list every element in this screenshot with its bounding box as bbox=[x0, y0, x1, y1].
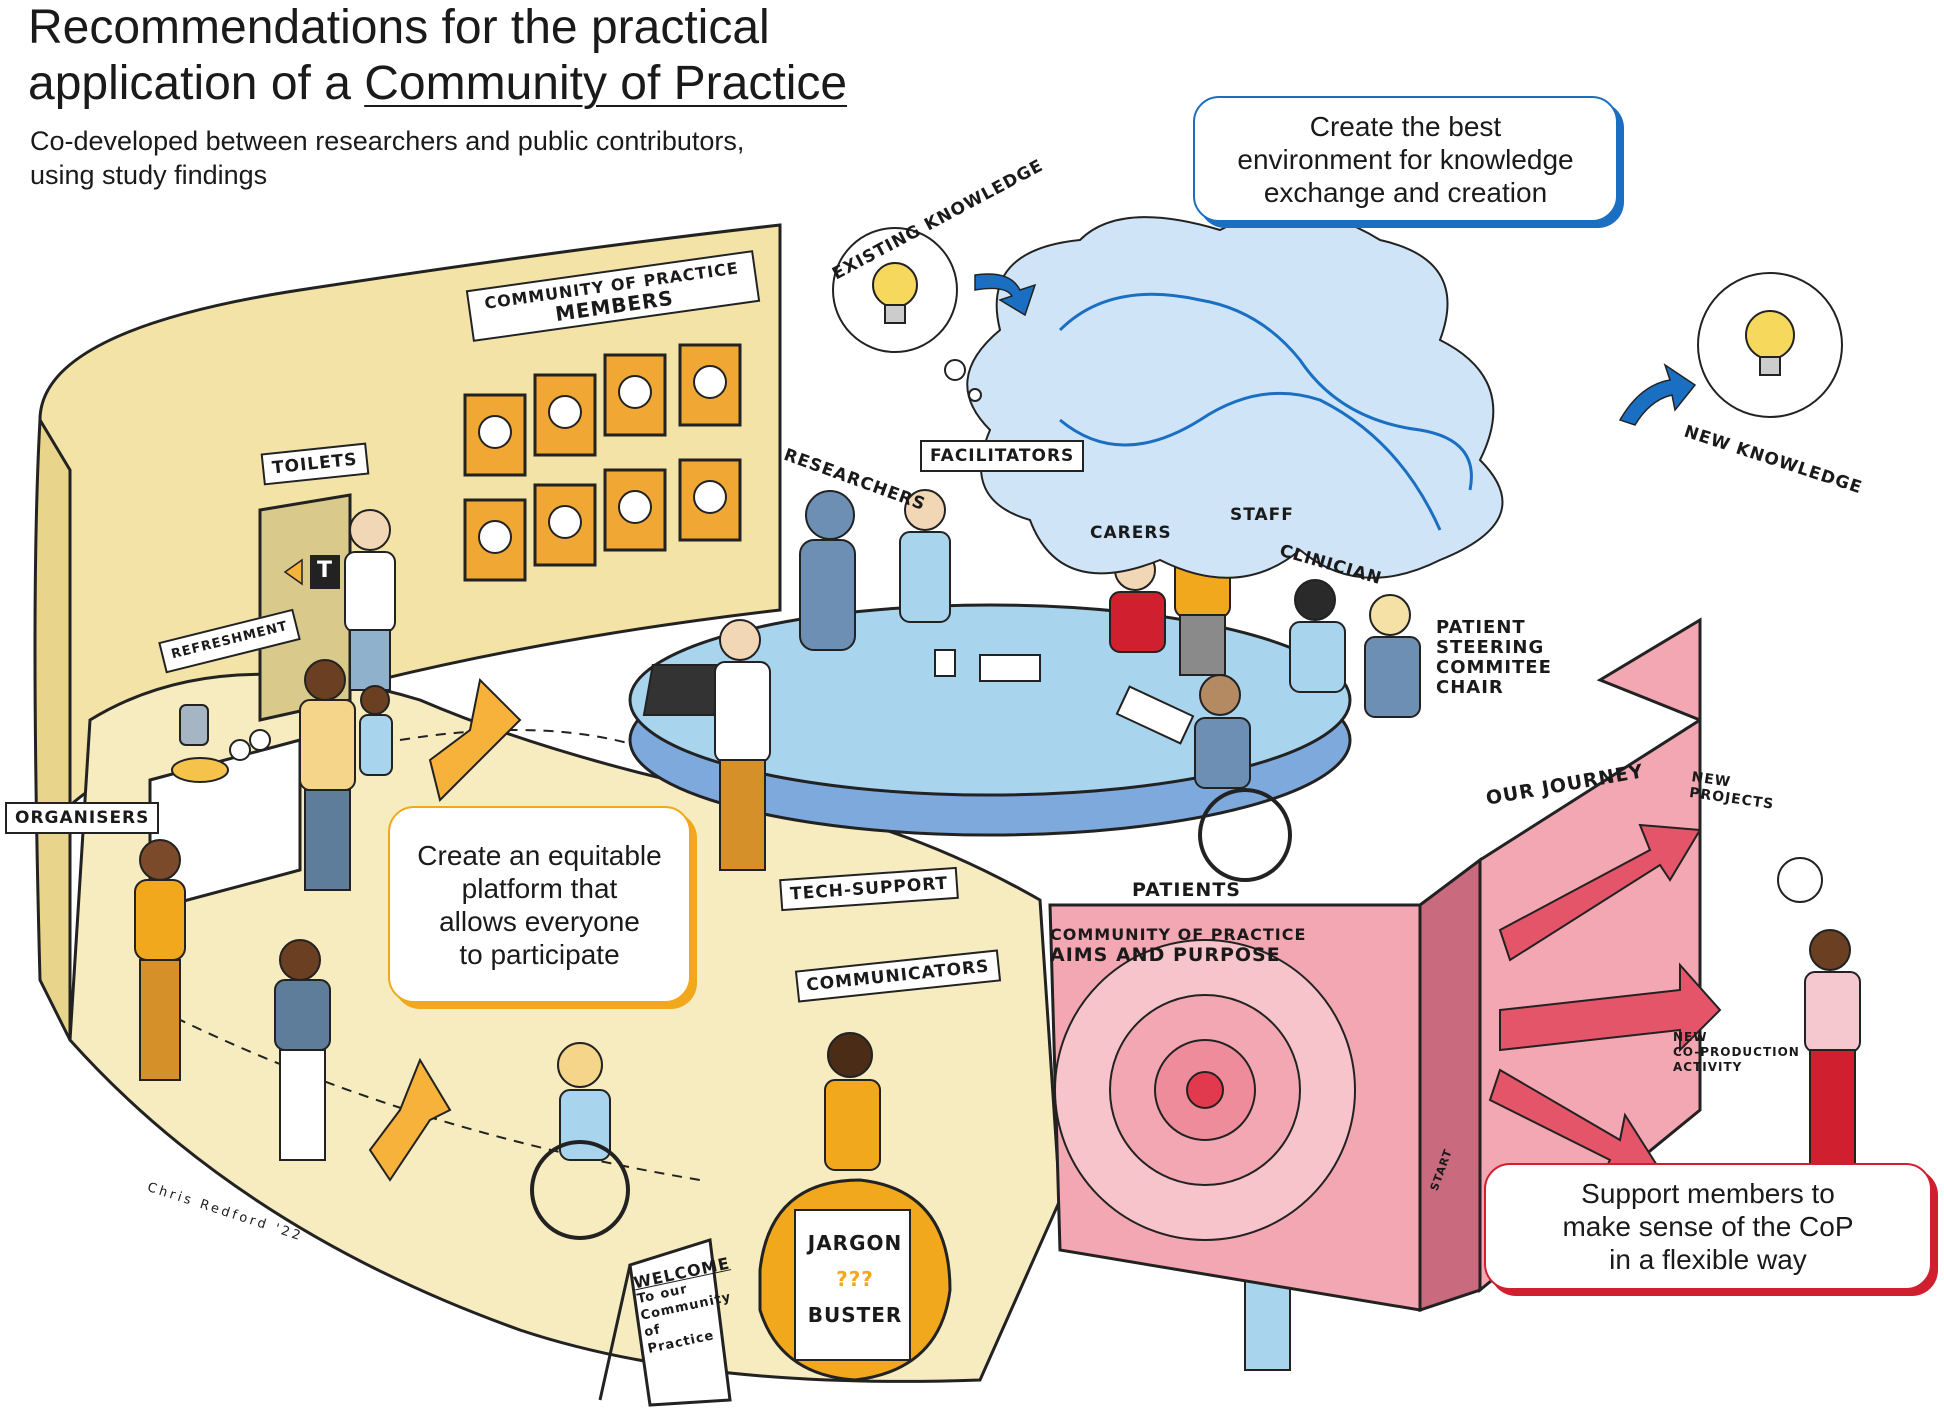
jargon-buster-label: Jargon ??? Buster bbox=[800, 1225, 910, 1333]
welcome-sign: Welcome To our Community of Practice bbox=[632, 1253, 733, 1358]
chair-line: Commitee bbox=[1436, 657, 1552, 678]
jargon-question-marks: ??? bbox=[836, 1267, 874, 1291]
new-coproduction-label: New Co-production Activity bbox=[1673, 1030, 1800, 1075]
label-patient-steering-chair: Patient Steering Commitee Chair bbox=[1436, 618, 1552, 698]
callout-platform-line: to participate bbox=[459, 938, 620, 970]
jargon-word: Jargon bbox=[807, 1231, 903, 1255]
callout-platform-line: allows everyone bbox=[439, 905, 640, 937]
label-facilitators: Facilitators bbox=[920, 440, 1085, 472]
label-carers: Carers bbox=[1090, 523, 1172, 543]
member-portraits bbox=[463, 343, 742, 582]
flow-arrow-out bbox=[1618, 363, 1697, 426]
people bbox=[134, 489, 1861, 1371]
flow-arrow-in bbox=[974, 273, 1037, 317]
floor-arrow-upper bbox=[428, 677, 522, 802]
aims-title: Community of Practice Aims and Purpose bbox=[1050, 925, 1306, 965]
callout-environment: Create the best environment for knowledg… bbox=[1193, 96, 1618, 222]
refreshment-table bbox=[148, 704, 302, 912]
title-underlined-term: Community of Practice bbox=[364, 57, 848, 110]
jargon-buster-badge bbox=[758, 1178, 952, 1382]
subtitle-line-1: Co-developed between researchers and pub… bbox=[30, 126, 745, 156]
subtitle-line-2: using study findings bbox=[30, 160, 268, 190]
welcome-sign-board bbox=[598, 1238, 732, 1407]
coproduction-line: Co-production bbox=[1673, 1045, 1800, 1059]
callout-environment-line: Create the best bbox=[1309, 110, 1502, 142]
knowledge-cloud bbox=[966, 211, 1504, 579]
chair-line: Steering bbox=[1436, 637, 1545, 658]
title-line-2: application of a Community of Practice bbox=[28, 56, 847, 112]
chair-line: Patient bbox=[1436, 617, 1526, 638]
coproduction-line: Activity bbox=[1673, 1060, 1743, 1074]
chair-line: Chair bbox=[1436, 677, 1504, 698]
new-knowledge-bubble bbox=[1697, 272, 1843, 418]
title-line-2-prefix: application of a bbox=[28, 57, 365, 110]
callout-support-line: make sense of the CoP bbox=[1562, 1211, 1854, 1242]
page-title: Recommendations for the practical applic… bbox=[28, 0, 847, 112]
callout-environment-line: environment for knowledge bbox=[1237, 143, 1574, 175]
journey-panels bbox=[1048, 617, 1722, 1313]
callout-support-line: Support members to bbox=[1581, 1178, 1835, 1209]
subtitle: Co-developed between researchers and pub… bbox=[30, 124, 830, 192]
existing-knowledge-bubble bbox=[832, 227, 982, 402]
toilet-sign-letter: T bbox=[317, 558, 334, 583]
buster-word: Buster bbox=[807, 1303, 903, 1327]
label-patients: Patients bbox=[1132, 879, 1241, 901]
callout-platform-line: platform that bbox=[461, 872, 618, 904]
callout-support: Support members to make sense of the CoP… bbox=[1484, 1163, 1932, 1290]
label-staff: Staff bbox=[1230, 505, 1294, 525]
meeting-table bbox=[628, 603, 1352, 837]
callout-platform: Create an equitable platform that allows… bbox=[388, 806, 691, 1003]
title-line-1: Recommendations for the practical bbox=[28, 1, 770, 54]
label-organisers: Organisers bbox=[5, 802, 160, 834]
floor-arrow-lower bbox=[368, 1057, 452, 1182]
coproduction-line: New bbox=[1673, 1030, 1708, 1044]
aims-line-1: Community of Practice bbox=[1050, 925, 1307, 944]
callout-platform-line: Create an equitable bbox=[417, 839, 662, 871]
callout-environment-line: exchange and creation bbox=[1263, 176, 1548, 208]
callout-support-line: in a flexible way bbox=[1609, 1244, 1807, 1275]
aims-line-2: Aims and Purpose bbox=[1050, 944, 1281, 966]
